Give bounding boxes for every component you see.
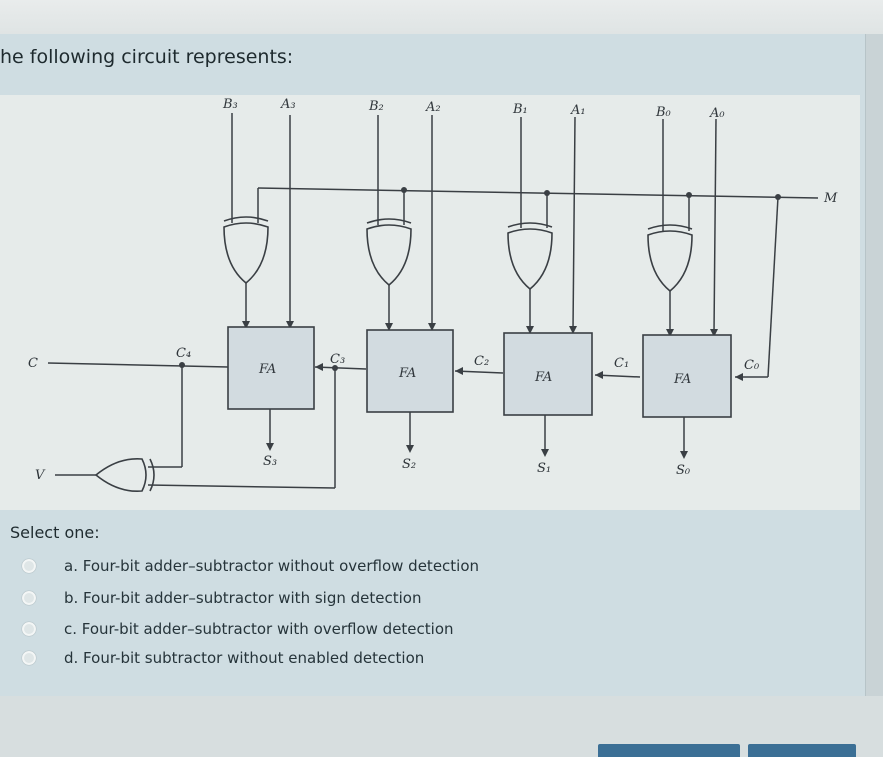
label-b3: B₃ xyxy=(222,97,238,112)
full-adder-0 xyxy=(642,334,732,418)
radio-b[interactable] xyxy=(22,591,36,605)
full-adder-2 xyxy=(366,329,454,413)
xor-gates xyxy=(94,216,693,492)
label-b1: B₁ xyxy=(512,102,528,117)
label-c2: C₂ xyxy=(474,354,489,369)
label-s1: S₁ xyxy=(537,461,551,476)
label-v: V xyxy=(35,468,46,483)
xor-gate-1 xyxy=(507,222,553,291)
option-a[interactable]: a. Four-bit adder–subtractor without ove… xyxy=(22,554,479,578)
option-c-label[interactable]: c. Four-bit adder–subtractor with overfl… xyxy=(64,620,454,638)
label-a3: A₃ xyxy=(280,97,296,112)
label-c3: C₃ xyxy=(330,352,345,367)
label-c0: C₀ xyxy=(744,358,760,373)
label-a1: A₁ xyxy=(570,103,586,118)
label-s2: S₂ xyxy=(402,457,416,472)
option-d-label[interactable]: d. Four-bit subtractor without enabled d… xyxy=(64,649,425,667)
label-b2: B₂ xyxy=(368,99,384,114)
radio-d[interactable] xyxy=(22,651,36,665)
option-d[interactable]: d. Four-bit subtractor without enabled d… xyxy=(22,646,424,670)
xor-gate-3 xyxy=(223,216,269,285)
fa-label-3: FA xyxy=(258,362,276,377)
circuit-diagram: B₃ A₃ B₂ A₂ B₁ A₁ B₀ A₀ M C V C₄ C₃ C₂ C… xyxy=(0,95,860,510)
overflow-xor-gate xyxy=(94,458,155,492)
label-b0: B₀ xyxy=(655,105,672,120)
label-a2: A₂ xyxy=(425,100,441,115)
circuit-svg: B₃ A₃ B₂ A₂ B₁ A₁ B₀ A₀ M C V C₄ C₃ C₂ C… xyxy=(28,97,838,492)
fa-label-0: FA xyxy=(673,372,691,387)
label-a0: A₀ xyxy=(709,106,725,121)
fa-label-2: FA xyxy=(398,366,416,381)
full-adder-1 xyxy=(503,332,593,416)
option-b[interactable]: b. Four-bit adder–subtractor with sign d… xyxy=(22,586,421,610)
radio-c[interactable] xyxy=(22,622,36,636)
option-c[interactable]: c. Four-bit adder–subtractor with overfl… xyxy=(22,617,454,641)
xor-gate-2 xyxy=(366,218,412,287)
label-c4: C₄ xyxy=(176,346,191,361)
option-a-label[interactable]: a. Four-bit adder–subtractor without ove… xyxy=(64,557,480,575)
label-s3: S₃ xyxy=(263,454,277,469)
full-adder-3 xyxy=(227,326,315,410)
label-c: C xyxy=(28,356,38,371)
label-m: M xyxy=(823,191,838,206)
radio-a[interactable] xyxy=(22,559,36,573)
top-strip xyxy=(0,0,883,34)
next-page-button[interactable] xyxy=(748,744,856,757)
xor-gate-0 xyxy=(647,224,693,293)
option-b-label[interactable]: b. Four-bit adder–subtractor with sign d… xyxy=(64,589,422,607)
previous-page-button[interactable] xyxy=(598,744,740,757)
select-one-prompt: Select one: xyxy=(10,523,100,542)
label-s0: S₀ xyxy=(676,463,691,478)
label-c1: C₁ xyxy=(614,356,629,371)
fa-label-1: FA xyxy=(534,370,552,385)
question-title: he following circuit represents: xyxy=(0,46,294,68)
